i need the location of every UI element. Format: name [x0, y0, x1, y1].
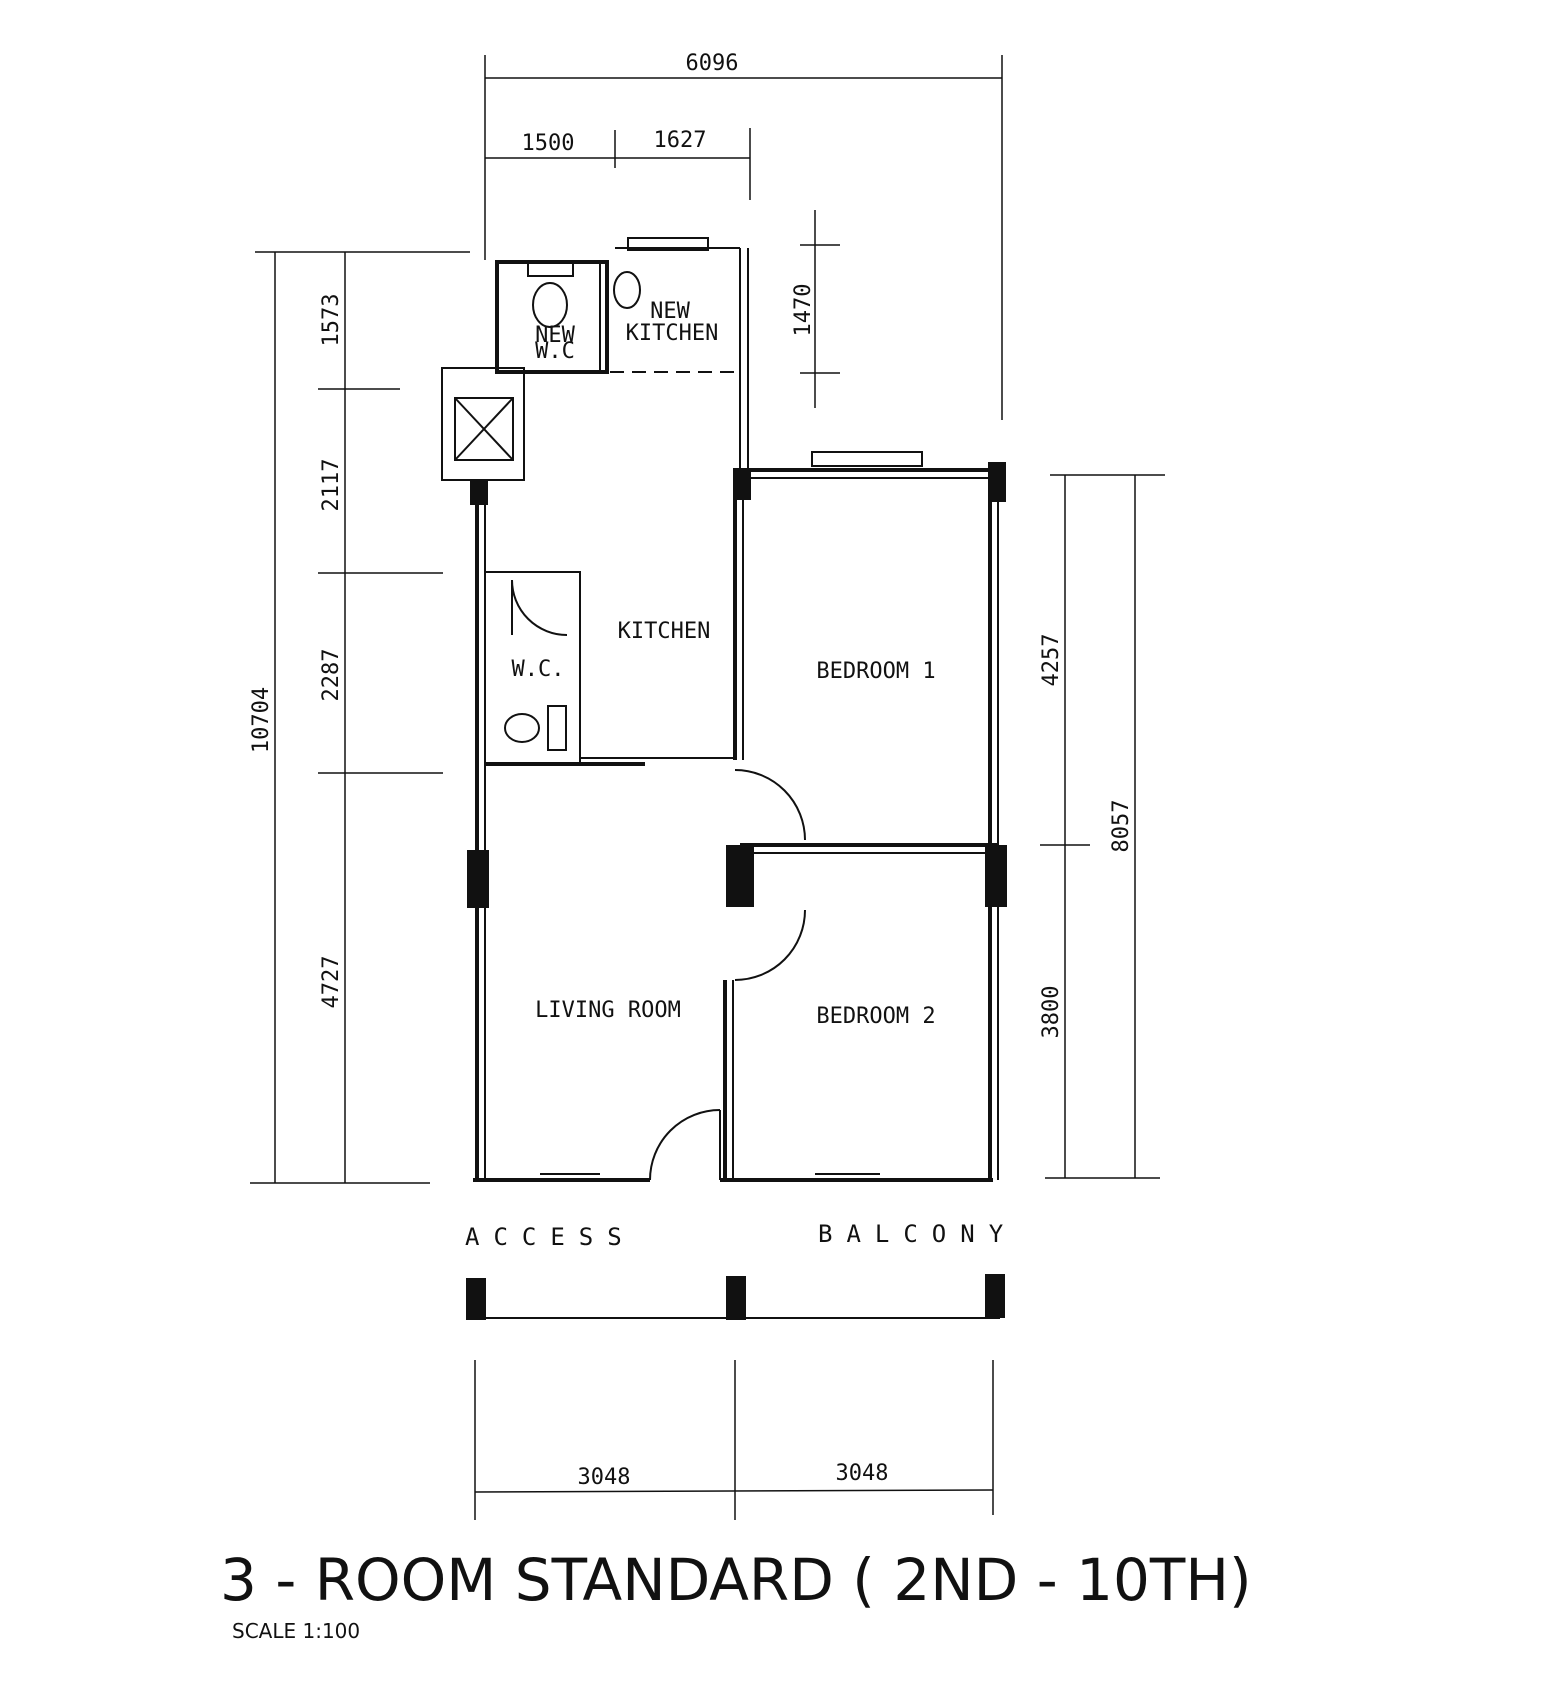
- room-bedroom-1: BEDROOM 1: [816, 659, 935, 684]
- cistern-icon: [527, 261, 574, 277]
- dim-left-2: 2117: [319, 459, 344, 512]
- room-kitchen: KITCHEN: [618, 619, 711, 644]
- toilet-icon: [532, 282, 568, 328]
- access-label: ACCESS: [465, 1223, 636, 1251]
- dim-right-overall: 8057: [1109, 800, 1134, 853]
- fixtures: [504, 237, 709, 751]
- dim-top-left: 1500: [522, 131, 575, 156]
- window-icon: [627, 237, 709, 251]
- room-new-wc-line2: W.C: [535, 339, 575, 364]
- room-new-kitchen-line1: NEW: [650, 299, 690, 324]
- plan-scale: SCALE 1:100: [232, 1619, 360, 1643]
- columns: [467, 462, 1007, 908]
- dim-right-2: 3800: [1039, 986, 1064, 1039]
- access-balcony: ACCESS BALCONY: [465, 1220, 1017, 1320]
- dim-left-4: 4727: [319, 956, 344, 1009]
- room-bedroom-2: BEDROOM 2: [816, 1004, 935, 1029]
- room-new-wc-line1: NEW: [535, 323, 575, 348]
- wc-toilet-icon: [504, 713, 540, 743]
- left-dimensions: 10704 1573 2117 2287 4727: [249, 251, 470, 1184]
- dim-top-overall: 6096: [686, 51, 739, 76]
- room-labels: NEW W.C NEW KITCHEN KITCHEN W.C. BEDROOM…: [512, 299, 936, 1029]
- dim-top-right: 1627: [654, 128, 707, 153]
- dim-left-overall: 10704: [249, 687, 274, 753]
- bottom-dimensions: 3048 3048: [474, 1360, 994, 1520]
- room-wc: W.C.: [512, 657, 565, 682]
- dim-right-1: 4257: [1039, 634, 1064, 687]
- sink-icon: [613, 271, 641, 309]
- balcony-label: BALCONY: [818, 1220, 1017, 1248]
- dim-new-kitchen-depth: 1470: [791, 284, 816, 337]
- right-dimensions: 4257 3800 8057: [1039, 474, 1165, 1179]
- dim-bottom-left: 3048: [578, 1465, 631, 1490]
- top-dimensions: 6096 1500 1627 1470: [484, 51, 1003, 420]
- dim-bottom-right: 3048: [836, 1461, 889, 1486]
- dim-left-1: 1573: [319, 294, 344, 347]
- plan-title: 3 - ROOM STANDARD ( 2ND - 10TH): [220, 1546, 1252, 1614]
- room-new-kitchen-line2: KITCHEN: [626, 321, 719, 346]
- room-living: LIVING ROOM: [535, 998, 681, 1023]
- wc-cistern-icon: [547, 705, 567, 751]
- dim-left-3: 2287: [319, 649, 344, 702]
